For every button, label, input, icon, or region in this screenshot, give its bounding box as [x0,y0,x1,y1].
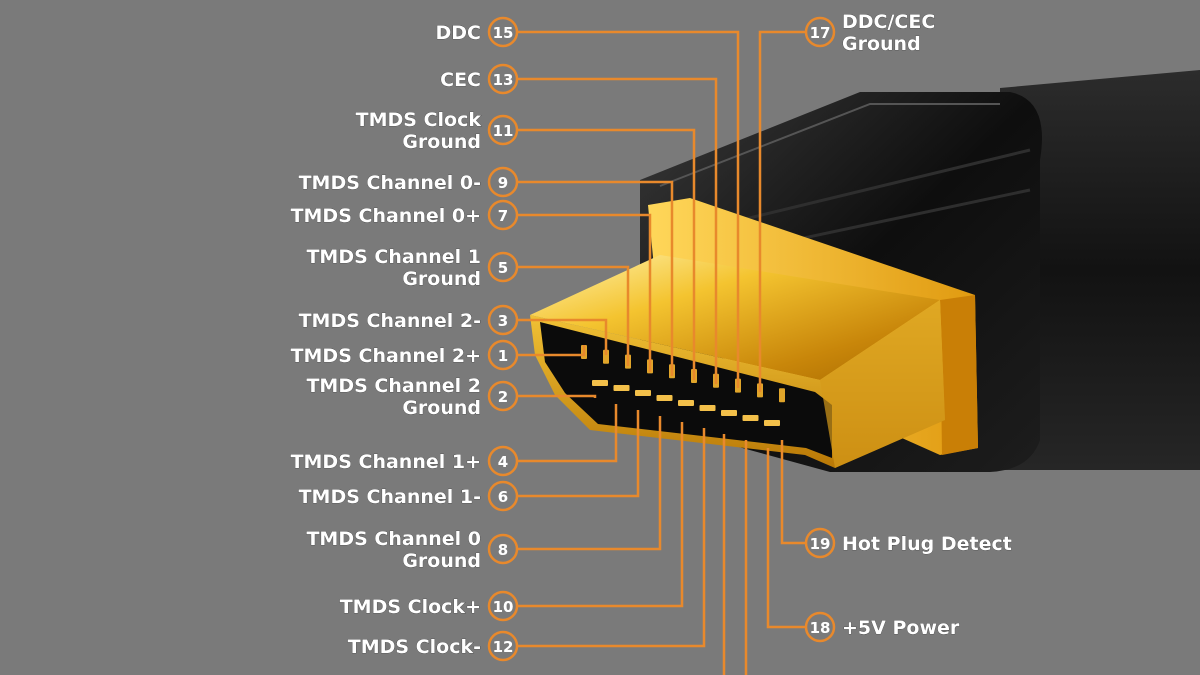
pin-label-17: Ground [842,33,921,55]
pin-number: 11 [493,122,514,140]
pin-label-1: TMDS Channel 2+ [291,345,481,367]
pin-badge-8: 8 [487,533,519,565]
pin-wire-1 [517,345,586,357]
pin-badge-5: 5 [487,251,519,283]
pin-wire-10 [517,422,684,608]
pin-label-2: TMDS Channel 2 [306,375,481,397]
contact-pin-top [603,349,609,364]
pin-badge-4: 4 [487,445,519,477]
pin-badge-7: 7 [487,199,519,231]
pin-badge-2: 2 [487,380,519,412]
contacts-bottom-row [592,380,780,426]
pin-label-10: TMDS Clock+ [340,596,481,618]
pin-wire-11 [517,128,696,380]
pin-label-12: TMDS Clock- [348,636,481,658]
pin-badge-18: 18 [804,611,836,643]
pin-number: 17 [810,24,831,42]
pin-badge-15: 15 [487,16,519,48]
pin-label-11: Ground [402,131,481,153]
pin-number: 9 [498,174,508,192]
contact-pin-bottom [656,395,673,401]
pin-label-4: TMDS Channel 1+ [291,451,481,473]
pin-label-15: DDC [436,22,482,44]
hdmi-plug-metal [530,198,978,468]
pin-number: 19 [810,535,831,553]
pin-wire-19 [780,440,806,545]
contact-pin-bottom [613,385,630,391]
pin-number: 15 [493,24,514,42]
pin-badge-6: 6 [487,480,519,512]
pin-wires [517,30,806,675]
pin-badge-9: 9 [487,166,519,198]
pin-label-11: TMDS Clock [356,109,482,131]
pin-label-8: TMDS Channel 0 [306,528,481,550]
contact-pin-bottom [699,405,716,411]
pin-number: 6 [498,488,508,506]
pin-number: 5 [498,259,508,277]
contact-pin-bottom [764,420,780,426]
contact-pin-bottom [721,410,737,416]
pin-wire-18 [766,448,806,629]
pin-wire-13 [517,77,718,384]
pin-label-8: Ground [402,550,481,572]
pin-label-9: TMDS Channel 0- [299,172,481,194]
pin-badge-1: 1 [487,339,519,371]
pin-badge-12: 12 [487,630,519,662]
pin-label-19: Hot Plug Detect [842,533,1012,555]
pin-label-3: TMDS Channel 2- [299,310,481,332]
pin-label-7: TMDS Channel 0+ [291,205,481,227]
pin-wire-2 [517,394,597,398]
pin-badge-3: 3 [487,304,519,336]
pin-badge-10: 10 [487,590,519,622]
pin-wire-9 [517,180,674,376]
pin-number: 10 [493,598,514,616]
pin-number: 13 [493,71,514,89]
pin-badge-19: 19 [804,527,836,559]
contact-pin-bottom [678,400,694,406]
pin-number: 12 [493,638,514,656]
pin-label-5: TMDS Channel 1 [306,246,481,268]
pin-label-18: +5V Power [842,617,960,639]
pin-wire-17 [758,30,806,392]
pin-badge-11: 11 [487,114,519,146]
pin-number: 18 [810,619,831,637]
contact-pin-bottom [635,390,651,396]
pin-number: 3 [498,312,508,330]
pin-label-5: Ground [402,268,481,290]
pin-number: 8 [498,541,508,559]
pin-label-2: Ground [402,397,481,419]
pin-badge-13: 13 [487,63,519,95]
pin-wire-5 [517,265,630,366]
contact-pin-top [779,388,785,403]
pin-label-17: DDC/CEC [842,11,935,33]
contact-pin-bottom [742,415,759,421]
pin-wire-7 [517,213,652,372]
pin-wire-4 [517,404,618,463]
pin-wire-6 [517,410,640,498]
pin-wire-8 [517,416,662,551]
pin-number: 2 [498,388,508,406]
pin-wire-12 [517,428,706,648]
pin-wire-15 [517,30,740,388]
pin-number: 7 [498,207,508,225]
pin-badge-17: 17 [804,16,836,48]
pin-number: 4 [498,453,508,471]
pin-label-6: TMDS Channel 1- [299,486,481,508]
pin-label-13: CEC [440,69,481,91]
contact-pin-bottom [592,380,608,386]
pin-wire-3 [517,318,608,355]
pin-number: 1 [498,347,508,365]
